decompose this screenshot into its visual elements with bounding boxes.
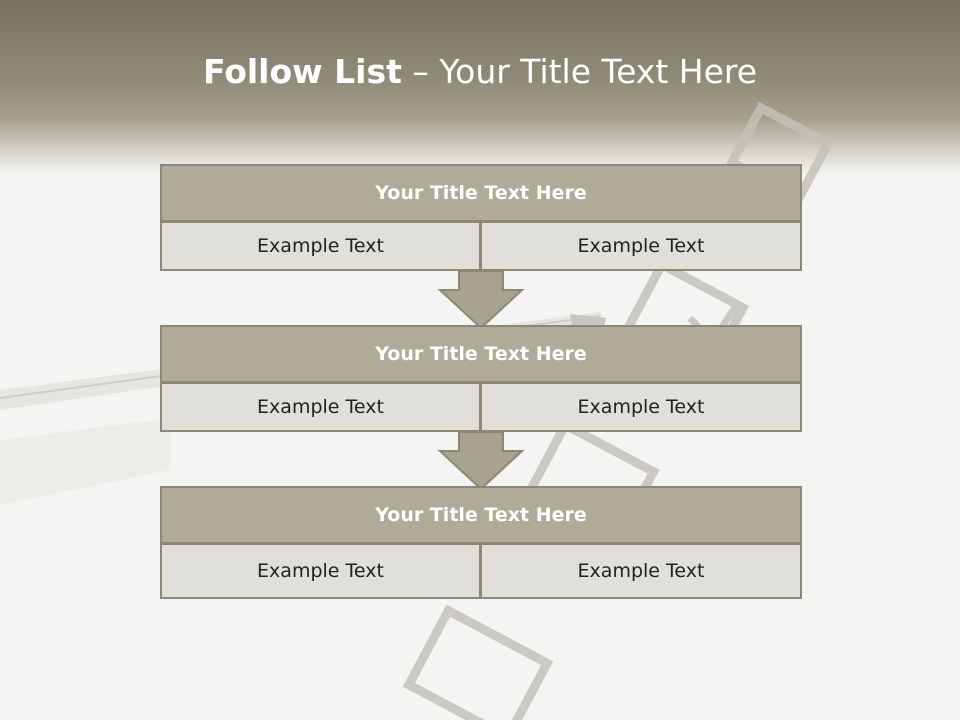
step-row: Example Text Example Text: [160, 221, 802, 271]
step-box-2: Your Title Text Here Example Text Exampl…: [160, 325, 802, 432]
checkbox-outline-icon: [402, 604, 554, 720]
down-arrow-icon: [437, 270, 525, 330]
step-box-1: Your Title Text Here Example Text Exampl…: [160, 164, 802, 271]
step-row: Example Text Example Text: [160, 543, 802, 599]
step-cell-right: Example Text: [480, 382, 802, 432]
step-title: Your Title Text Here: [160, 164, 802, 222]
step-cell-right: Example Text: [480, 543, 802, 599]
step-cell-left: Example Text: [160, 543, 481, 599]
slide-title: Follow List – Your Title Text Here: [0, 52, 960, 91]
step-box-3: Your Title Text Here Example Text Exampl…: [160, 486, 802, 599]
header-band: [0, 0, 960, 175]
step-title: Your Title Text Here: [160, 486, 802, 544]
step-row: Example Text Example Text: [160, 382, 802, 432]
step-cell-left: Example Text: [160, 382, 481, 432]
slide-title-bold: Follow List: [202, 52, 402, 91]
step-cell-left: Example Text: [160, 221, 481, 271]
step-title: Your Title Text Here: [160, 325, 802, 383]
step-cell-right: Example Text: [480, 221, 802, 271]
slide-title-rest: – Your Title Text Here: [401, 52, 758, 91]
down-arrow-icon: [437, 431, 525, 491]
